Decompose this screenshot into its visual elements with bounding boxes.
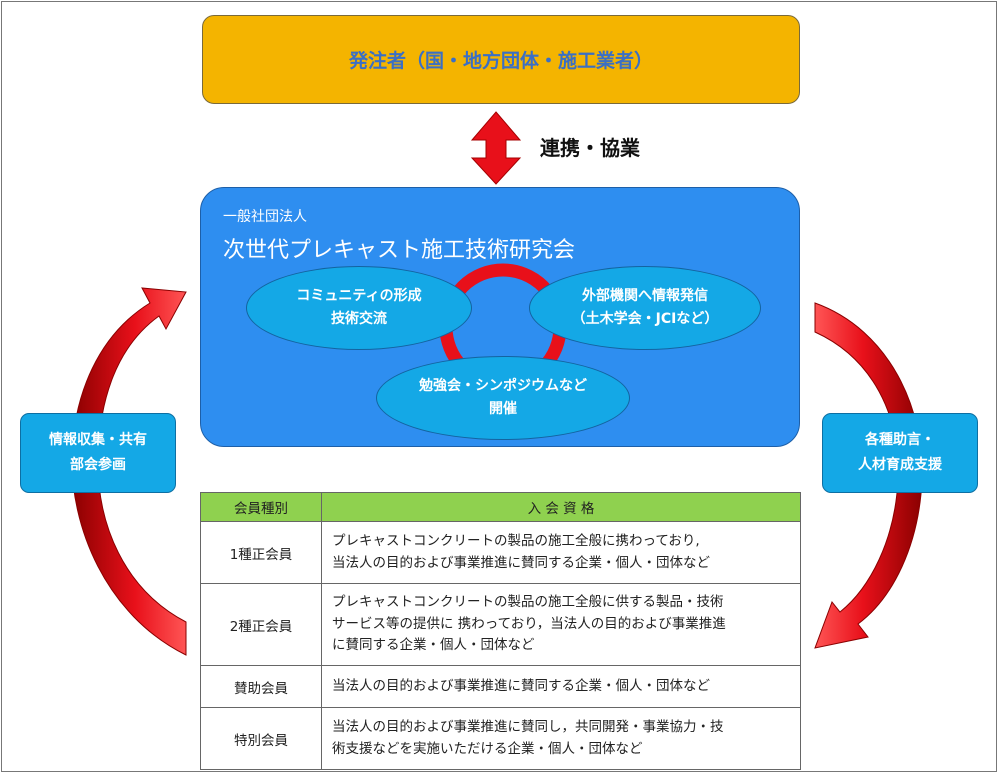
qualification-line: プレキャストコンクリートの製品の施工全般に供する製品・技術 bbox=[332, 594, 724, 611]
qualification-line: に賛同する企業・個人・団体など bbox=[332, 637, 535, 654]
qualification: 当法人の目的および事業推進に賛同する企業・個人・団体など bbox=[321, 665, 801, 708]
right-support-box: 各種助言・ 人材育成支援 bbox=[822, 413, 978, 493]
activity-outreach: 外部機関へ情報発信 （土木学会・JCIなど） bbox=[529, 266, 761, 350]
organization-name: 次世代プレキャスト施工技術研究会 bbox=[223, 238, 576, 263]
client-label: 発注者（国・地方団体・施工業者） bbox=[348, 50, 653, 72]
activity-community-line2: 技術交流 bbox=[331, 311, 387, 327]
member-type: 1種正会員 bbox=[200, 521, 322, 584]
member-type: 特別会員 bbox=[200, 707, 322, 770]
activity-community: コミュニティの形成 技術交流 bbox=[246, 266, 472, 350]
client-box: 発注者（国・地方団体・施工業者） bbox=[202, 15, 800, 104]
qualification-line: プレキャストコンクリートの製品の施工全般に携わっており, bbox=[332, 532, 700, 549]
activity-seminar-line1: 勉強会・シンポジウムなど bbox=[419, 377, 587, 394]
table-row: 特別会員 当法人の目的および事業推進に賛同し，共同開発・事業協力・技 術支援など… bbox=[200, 707, 801, 770]
collaboration-label: 連携・協業 bbox=[540, 136, 640, 160]
qualification-line: 当法人の目的および事業推進に賛同する企業・個人・団体など bbox=[332, 677, 710, 694]
table-row: 2種正会員 プレキャストコンクリートの製品の施工全般に供する製品・技術 サービス… bbox=[200, 583, 801, 666]
header-qualification: 入 会 資 格 bbox=[321, 492, 801, 522]
table-row: 賛助会員 当法人の目的および事業推進に賛同する企業・個人・団体など bbox=[200, 665, 801, 708]
qualification-line: 当法人の目的および事業推進に賛同し，共同開発・事業協力・技 bbox=[332, 718, 724, 735]
activity-seminar: 勉強会・シンポジウムなど 開催 bbox=[376, 356, 630, 440]
right-support-line2: 人材育成支援 bbox=[858, 457, 942, 473]
activity-community-line1: コミュニティの形成 bbox=[296, 287, 422, 304]
member-type: 賛助会員 bbox=[200, 665, 322, 708]
activity-seminar-line2: 開催 bbox=[489, 401, 517, 417]
member-type: 2種正会員 bbox=[200, 583, 322, 666]
right-support-line1: 各種助言・ bbox=[865, 431, 935, 448]
qualification-line: サービス等の提供に 携わっており，当法人の目的および事業推進 bbox=[332, 615, 726, 632]
activity-outreach-line1: 外部機関へ情報発信 bbox=[582, 287, 708, 304]
activity-outreach-line2: （土木学会・JCIなど） bbox=[571, 311, 719, 327]
left-curved-arrow bbox=[71, 287, 187, 656]
qualification: プレキャストコンクリートの製品の施工全般に供する製品・技術 サービス等の提供に … bbox=[321, 583, 801, 666]
qualification: 当法人の目的および事業推進に賛同し，共同開発・事業協力・技 術支援などを実施いた… bbox=[321, 707, 801, 770]
organization-subtitle: 一般社団法人 bbox=[223, 209, 307, 225]
qualification-line: 当法人の目的および事業推進に賛同する企業・個人・団体など bbox=[332, 554, 710, 571]
header-member-type: 会員種別 bbox=[200, 492, 322, 522]
table-row: 1種正会員 プレキャストコンクリートの製品の施工全般に携わっており, 当法人の目… bbox=[200, 521, 801, 584]
table-header-row: 会員種別 入 会 資 格 bbox=[200, 492, 801, 522]
left-info-line2: 部会参画 bbox=[70, 457, 126, 473]
left-info-box: 情報収集・共有 部会参画 bbox=[20, 413, 176, 493]
qualification: プレキャストコンクリートの製品の施工全般に携わっており, 当法人の目的および事業… bbox=[321, 521, 801, 584]
left-info-line1: 情報収集・共有 bbox=[49, 431, 147, 448]
collaboration-double-arrow bbox=[470, 111, 522, 185]
qualification-line: 術支援などを実施いただける企業・個人・団体など bbox=[332, 740, 643, 757]
membership-table: 会員種別 入 会 資 格 1種正会員 プレキャストコンクリートの製品の施工全般に… bbox=[200, 492, 801, 770]
